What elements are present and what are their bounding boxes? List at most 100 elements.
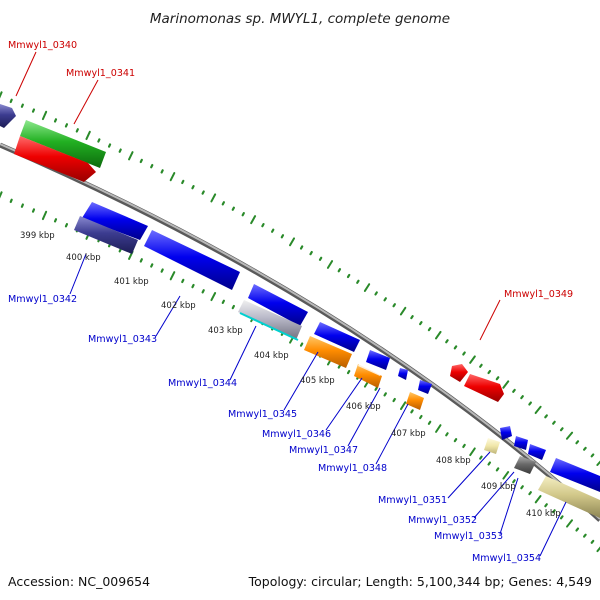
- gene-block-0347b[interactable]: [418, 380, 432, 394]
- gene-label-mmwyl1_0341[interactable]: Mmwyl1_0341: [66, 68, 135, 79]
- minor-tick: [231, 304, 235, 310]
- gene-block-0341[interactable]: [14, 136, 96, 182]
- major-tick: [210, 291, 217, 302]
- kbp-label: 402 kbp: [161, 301, 196, 311]
- major-tick: [169, 172, 176, 182]
- minor-tick: [559, 515, 564, 520]
- major-tick: [399, 306, 407, 316]
- gene-block-0344a[interactable]: [248, 284, 308, 326]
- gene-label-mmwyl1_0348[interactable]: Mmwyl1_0348: [318, 463, 387, 474]
- minor-tick: [575, 440, 580, 445]
- major-tick: [534, 494, 542, 504]
- gene-label-mmwyl1_0351[interactable]: Mmwyl1_0351: [378, 495, 447, 506]
- minor-tick: [445, 339, 449, 344]
- minor-tick: [160, 169, 164, 174]
- minor-tick: [271, 228, 275, 233]
- gene-label-mmwyl1_0346[interactable]: Mmwyl1_0346: [262, 429, 331, 440]
- gene-block-0345a[interactable]: [314, 322, 360, 352]
- gene-block-0351[interactable]: [484, 438, 500, 454]
- gene-block-0349[interactable]: [464, 374, 504, 402]
- minor-tick: [20, 103, 24, 108]
- leader-line: [229, 325, 257, 381]
- minor-tick: [118, 148, 122, 153]
- gene-label-mmwyl1_0345[interactable]: Mmwyl1_0345: [228, 409, 297, 420]
- gene-label-mmwyl1_0344[interactable]: Mmwyl1_0344: [168, 378, 237, 389]
- minor-tick: [520, 485, 524, 490]
- gene-block-0346[interactable]: [354, 364, 382, 388]
- gene-block-0350a[interactable]: [500, 426, 512, 440]
- minor-tick: [419, 321, 423, 326]
- gene-block-0353[interactable]: [514, 456, 536, 474]
- major-tick: [565, 431, 574, 440]
- gene-block-0349a[interactable]: [450, 364, 468, 382]
- major-tick: [41, 210, 48, 221]
- kbp-label: 410 kbp: [526, 509, 561, 519]
- minor-tick: [462, 443, 466, 449]
- gene-label-mmwyl1_0347[interactable]: Mmwyl1_0347: [289, 445, 358, 456]
- gene-block-0345[interactable]: [304, 336, 352, 368]
- kbp-label: 408 kbp: [436, 456, 471, 466]
- genome-backbone: [0, 142, 600, 522]
- minor-tick: [181, 179, 185, 185]
- minor-tick: [392, 397, 396, 403]
- minor-tick: [512, 388, 516, 393]
- gene-block-0342b[interactable]: [74, 216, 138, 254]
- minor-tick: [495, 467, 500, 472]
- minor-tick: [280, 234, 285, 239]
- minor-tick: [139, 258, 143, 263]
- leader-line: [375, 403, 409, 465]
- minor-tick: [64, 123, 69, 128]
- gene-blocks: [0, 104, 600, 518]
- kbp-label: 409 kbp: [481, 482, 516, 492]
- gene-label-mmwyl1_0353[interactable]: Mmwyl1_0353: [434, 531, 503, 542]
- gene-block-0344[interactable]: [238, 300, 302, 340]
- gene-block-0350c[interactable]: [528, 444, 546, 460]
- gene-block-0350b[interactable]: [514, 436, 528, 450]
- gene-label-mmwyl1_0343[interactable]: Mmwyl1_0343: [88, 334, 157, 345]
- minor-tick: [346, 369, 351, 375]
- major-tick: [502, 380, 510, 389]
- minor-tick: [31, 108, 36, 113]
- minor-tick: [221, 299, 225, 304]
- minor-tick: [479, 455, 483, 460]
- gene-block-0346a[interactable]: [366, 350, 390, 370]
- minor-tick: [191, 283, 195, 289]
- minor-tick: [462, 351, 466, 356]
- gene-label-mmwyl1_0342[interactable]: Mmwyl1_0342: [8, 294, 77, 305]
- gene-label-mmwyl1_0349[interactable]: Mmwyl1_0349: [504, 289, 573, 300]
- gene-block-0348[interactable]: [406, 392, 424, 410]
- leader-line: [447, 451, 491, 499]
- gene-label-mmwyl1_0352[interactable]: Mmwyl1_0352: [408, 515, 477, 526]
- gene-block-0340[interactable]: [20, 120, 106, 168]
- minor-tick: [150, 263, 154, 268]
- leader-line: [15, 51, 37, 97]
- gene-label-mmwyl1_0354[interactable]: Mmwyl1_0354: [472, 553, 541, 564]
- minor-tick: [590, 539, 595, 544]
- gene-block-0347a[interactable]: [398, 368, 408, 380]
- minor-tick: [374, 386, 378, 391]
- major-tick: [566, 519, 574, 528]
- minor-tick: [453, 438, 458, 443]
- minor-tick: [383, 392, 387, 397]
- gene-block-0342[interactable]: [82, 202, 148, 240]
- leader-line: [473, 471, 515, 519]
- leader-line: [73, 79, 99, 125]
- major-tick: [0, 91, 3, 99]
- minor-tick: [181, 278, 185, 284]
- minor-tick: [9, 98, 13, 104]
- minor-tick: [582, 446, 587, 451]
- gene-block-0339[interactable]: [0, 104, 16, 128]
- gene-label-mmwyl1_0340[interactable]: Mmwyl1_0340: [8, 40, 77, 51]
- major-tick: [363, 283, 371, 292]
- minor-tick: [445, 432, 449, 437]
- kbp-label: 405 kbp: [300, 376, 335, 386]
- minor-tick: [53, 118, 58, 123]
- minor-tick: [356, 279, 360, 284]
- gene-block-0354a[interactable]: [550, 458, 600, 492]
- leader-line: [283, 351, 319, 411]
- minor-tick: [383, 297, 387, 302]
- leader-line: [479, 299, 501, 341]
- gene-block-0354[interactable]: [538, 476, 600, 518]
- gene-block-0343[interactable]: [144, 230, 240, 290]
